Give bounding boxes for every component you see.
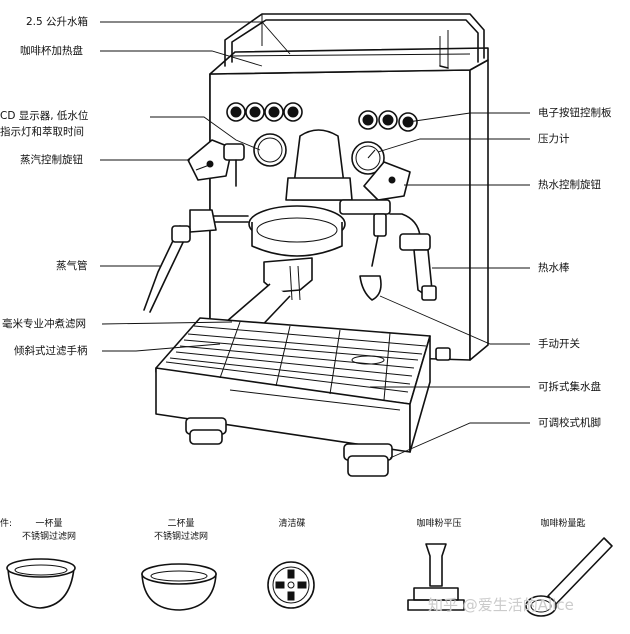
manual-switch-drawing (359, 235, 382, 301)
leader-lines (100, 21, 530, 459)
caption-two-cup-line2: 不锈钢过滤网 (153, 532, 208, 542)
hot-water-wand-drawing (389, 213, 437, 301)
label-portafilter: 倾斜式过滤手柄 (14, 345, 88, 357)
accessory-tamper (407, 543, 465, 611)
button-panel-right (358, 110, 418, 132)
caption-one-cup-line1: 一杯量 (35, 519, 63, 529)
cup-warmer-rail (224, 13, 485, 69)
caption-tamper: 咖啡粉平压 (416, 519, 462, 529)
drip-tray-drawing (155, 317, 431, 453)
label-filter-net: 毫米专业冲煮滤网 (2, 318, 86, 330)
label-hot-water-knob: 热水控制旋钮 (538, 179, 601, 191)
group-head (248, 129, 353, 257)
label-water-tank: 2.5 公升水箱 (26, 16, 89, 28)
label-hot-water-wand: 热水棒 (538, 262, 570, 274)
accessories-prefix: 件: (0, 519, 13, 529)
steam-wand-drawing (143, 209, 249, 313)
label-lcd-line2: 指示灯和萃取时间 (0, 126, 84, 138)
pressure-gauge-dial (351, 141, 385, 175)
label-steam-wand: 蒸气管 (56, 260, 88, 272)
label-button-panel: 电子按钮控制板 (538, 107, 612, 119)
label-pressure-gauge: 压力计 (538, 133, 570, 145)
button-panel-left (226, 102, 303, 122)
label-steam-knob: 蒸汽控制旋钮 (20, 154, 83, 166)
lcd-display (253, 133, 287, 167)
watermark: 知乎 @爱生活的Alice (428, 596, 574, 614)
caption-one-cup-line2: 不锈钢过滤网 (21, 532, 76, 542)
label-manual-switch: 手动开关 (538, 338, 580, 350)
label-drip-tray: 可拆式集水盘 (538, 381, 601, 393)
caption-cleaning-disc: 清洁碟 (278, 519, 306, 529)
hot-water-knob-drawing (339, 161, 411, 237)
caption-scoop: 咖啡粉量匙 (540, 519, 586, 529)
caption-two-cup-line1: 二杯量 (167, 519, 195, 529)
label-adjustable-feet: 可调校式机脚 (538, 417, 601, 429)
machine-feet (185, 347, 451, 477)
steam-knob-drawing (187, 139, 245, 187)
accessory-scoop (525, 537, 613, 617)
accessory-two-cup-filter (141, 563, 217, 611)
label-cup-warmer: 咖啡杯加热盘 (20, 45, 83, 57)
accessory-one-cup-filter (6, 558, 76, 609)
accessory-cleaning-disc (267, 561, 315, 609)
label-lcd-line1: CD 显示器, 低水位 (0, 110, 89, 122)
